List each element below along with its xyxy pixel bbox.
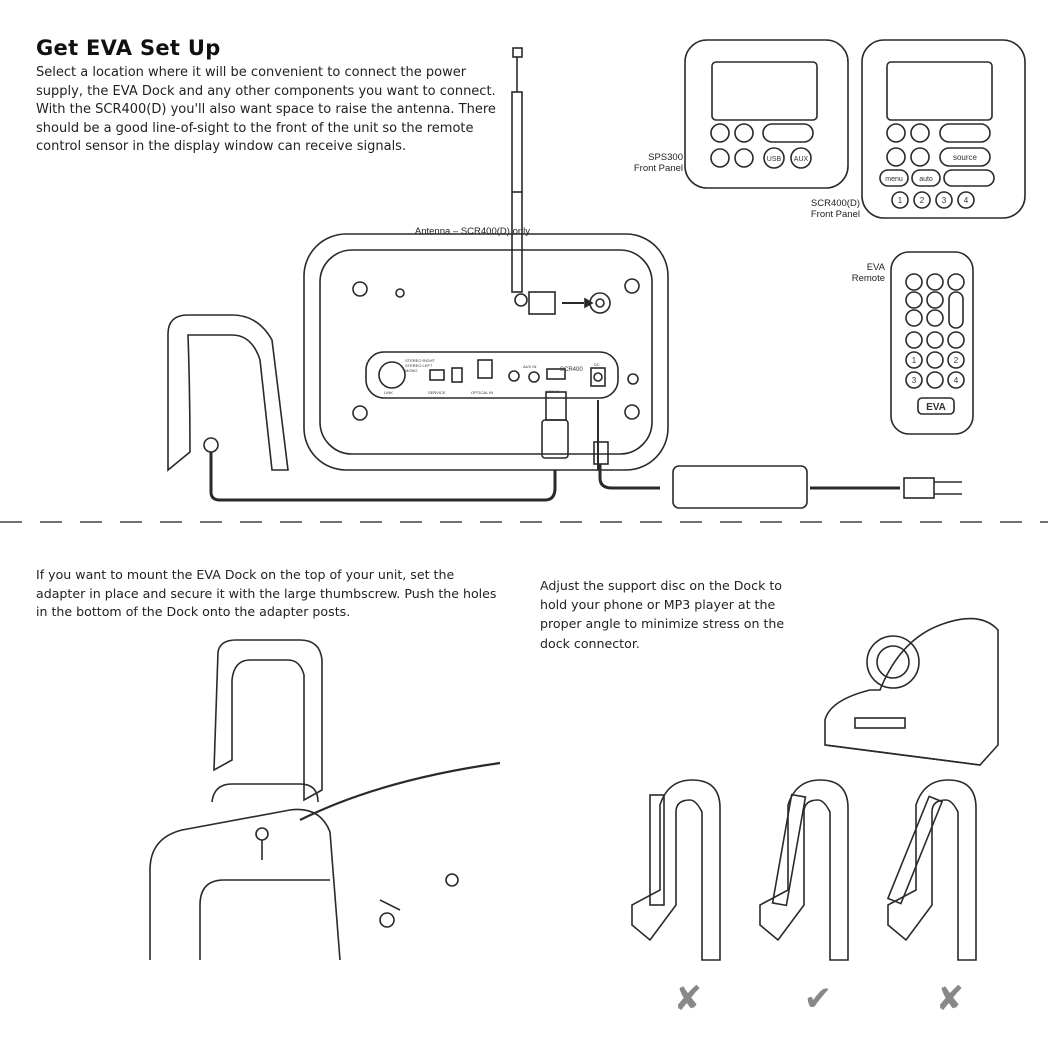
remote-number-2: 2 [954, 356, 959, 365]
scr400-preset-3: 3 [942, 196, 947, 205]
scr400-source-button-label: source [953, 153, 978, 162]
rear-switch-stereo-right: STEREO RIGHT [405, 358, 436, 363]
remote-label-line2: Remote [851, 273, 885, 284]
remote-number-4: 4 [954, 376, 959, 385]
angle-examples [631, 779, 977, 961]
mount-instructions: If you want to mount the EVA Dock on the… [36, 567, 497, 619]
remote-label: EVA Remote [820, 262, 885, 284]
sps300-label: SPS300 Front Panel [600, 152, 683, 174]
scr400-label-line1: SCR400(D) [810, 198, 860, 209]
remote-eva-logo: EVA [926, 402, 946, 413]
scr400-preset-1: 1 [898, 196, 903, 205]
sps300-usb-button-label: USB [767, 156, 782, 163]
angle-mark-wrong-1: ✘ [674, 979, 703, 1019]
antenna-label: Antenna – SCR400(D) only [414, 226, 530, 237]
scr400-preset-2: 2 [920, 196, 925, 205]
disc-instructions: Adjust the support disc on the Dock to h… [540, 578, 785, 651]
eva-remote [890, 251, 974, 435]
rear-usb-label: USB IN [546, 389, 559, 394]
eva-dock-left [167, 314, 289, 472]
rear-aux-label: AUX IN [523, 364, 536, 369]
rear-model-label: SCR400 [560, 367, 583, 373]
scr400-label: SCR400(D) Front Panel [775, 198, 860, 220]
rear-switch-stereo-left: STEREO LEFT [405, 363, 433, 368]
support-disc-illustration [824, 617, 999, 766]
rear-optical-label: OPTICAL IN [471, 390, 493, 395]
sps300-front-panel [684, 39, 849, 189]
rear-link-label: LINK [384, 390, 393, 395]
scr400-menu-button-label: menu [885, 176, 903, 183]
remote-number-1: 1 [912, 356, 917, 365]
rear-switch-mono: MONO [405, 368, 417, 373]
sps300-aux-button-label: AUX [794, 156, 809, 163]
angle-mark-correct: ✔ [804, 979, 833, 1019]
scr400-label-line2: Front Panel [810, 209, 860, 220]
scr400-preset-4: 4 [964, 196, 969, 205]
antenna [511, 47, 611, 315]
sps300-label-line1: SPS300 [648, 152, 683, 163]
rear-dc-label: DC [594, 362, 600, 367]
remote-label-line1: EVA [866, 262, 885, 273]
remote-number-3: 3 [912, 376, 917, 385]
dock-mount-illustration [149, 639, 501, 961]
angle-mark-wrong-2: ✘ [936, 979, 965, 1019]
page-title: Get EVA Set Up [36, 36, 221, 60]
scr400-auto-button-label: auto [919, 176, 933, 183]
scr400-front-panel [861, 39, 1026, 219]
unit-rear-view [303, 233, 669, 471]
sps300-label-line2: Front Panel [633, 163, 683, 174]
intro-paragraph: Select a location where it will be conve… [36, 65, 496, 155]
rear-service-label: SERVICE [428, 390, 446, 395]
